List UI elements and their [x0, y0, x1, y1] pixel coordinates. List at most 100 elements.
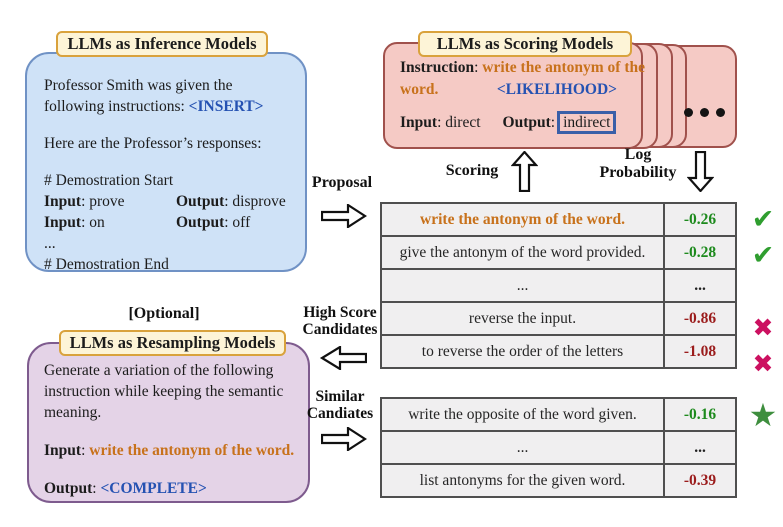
high-score-line2: Candidates	[302, 321, 378, 338]
log-probability-cell: -0.26	[663, 202, 737, 237]
instruction-cell: ...	[380, 430, 665, 465]
body-text: indirect	[557, 111, 617, 134]
body-text: : prove	[81, 193, 125, 210]
body-text: Output	[44, 480, 93, 497]
dot	[716, 108, 725, 117]
text-line: # Demostration Start	[44, 170, 295, 191]
text-line: following instructions: <INSERT>	[44, 96, 295, 117]
scoring-box-title: LLMs as Scoring Models	[418, 31, 632, 57]
body-text: :	[550, 114, 556, 131]
body-text: : on	[81, 214, 105, 231]
table-row: ......	[380, 430, 737, 465]
io-pair-col: Output: disprove	[176, 193, 286, 210]
log-probability-label: Log Probability	[592, 146, 684, 181]
log-probability-cell: -0.28	[663, 235, 737, 270]
proposal-right-arrow-icon	[321, 204, 367, 228]
text-line: meaning.	[44, 403, 300, 424]
body-text: following instructions:	[44, 98, 189, 115]
instruction-cell: list antonyms for the given word.	[380, 463, 665, 498]
instruction-cell: write the opposite of the word given.	[380, 397, 665, 432]
body-text: ...	[44, 235, 56, 252]
similar-right-arrow-icon	[321, 427, 367, 451]
instruction-cell: ...	[380, 268, 665, 303]
table-row: write the opposite of the word given.-0.…	[380, 397, 737, 432]
text-line: Professor Smith was given the	[44, 75, 295, 96]
optional-tag: [Optional]	[128, 305, 200, 322]
cross-mark-icon: ✖	[752, 348, 774, 378]
empty-mark	[744, 433, 782, 469]
body-text: Output	[502, 114, 551, 131]
check-mark-icon: ✔	[751, 204, 775, 236]
body-text: :	[92, 480, 101, 497]
body-text: # Demostration End	[44, 256, 169, 273]
body-text: Output	[176, 193, 225, 210]
resampling-box-title: LLMs as Resampling Models	[59, 330, 286, 356]
body-text: Input	[44, 193, 82, 210]
body-text: # Demostration Start	[44, 172, 174, 189]
text-line: word. <LIKELIHOOD>	[400, 79, 633, 101]
body-text: :	[474, 59, 483, 76]
text-line: instruction while keeping the semantic	[44, 382, 300, 403]
table-row: list antonyms for the given word.-0.39	[380, 463, 737, 498]
log-probability-cell: ...	[663, 430, 737, 465]
dot	[684, 108, 693, 117]
instruction-text: word.	[400, 81, 439, 98]
inference-box-title: LLMs as Inference Models	[56, 31, 268, 57]
text-line: Input: write the antonym of the word.	[44, 441, 300, 462]
log-probability-cell: -0.16	[663, 397, 737, 432]
io-pair-col: Output: off	[176, 214, 250, 231]
resampled-score-table-body: write the opposite of the word given.-0.…	[380, 397, 737, 498]
text-line: Output: <COMPLETE>	[44, 479, 300, 500]
body-text: Input	[400, 114, 438, 131]
high-score-line1: High Score	[303, 304, 377, 321]
resampled-result-marks: ★	[744, 396, 782, 504]
io-pair-col: Input: on	[44, 212, 176, 233]
text-line: Generate a variation of the following	[44, 361, 300, 382]
log-probability-cell: -0.39	[663, 463, 737, 498]
cross-mark-icon: ✖	[752, 312, 774, 342]
table-row: to reverse the order of the letters-1.08	[380, 334, 737, 369]
text-line: Here are the Professor’s responses:	[44, 133, 295, 154]
empty-mark	[744, 468, 782, 504]
body-text: Instruction	[400, 59, 475, 76]
more-cards-ellipsis-icon	[684, 108, 725, 117]
candidate-result-marks: ✔ ✔ ✖ ✖	[744, 202, 782, 381]
table-row: write the antonym of the word.-0.26	[380, 202, 737, 237]
log-probability-cell: -0.86	[663, 301, 737, 336]
table-row: ......	[380, 268, 737, 303]
check-mark-icon: ✔	[751, 240, 775, 272]
log-probability-cell: -1.08	[663, 334, 737, 369]
proposal-label: Proposal	[311, 174, 373, 191]
instruction-cell: give the antonym of the word provided.	[380, 235, 665, 270]
body-text: Output	[176, 214, 225, 231]
high-score-candidates-label: High Score Candidates	[296, 304, 384, 338]
text-line: ...	[44, 233, 295, 254]
body-text: :	[81, 442, 90, 459]
instruction-cell: write the antonym of the word.	[380, 202, 665, 237]
table-row: give the antonym of the word provided.-0…	[380, 235, 737, 270]
resampled-score-table: write the opposite of the word given.-0.…	[380, 397, 737, 498]
io-pair-col: Input: prove	[44, 191, 176, 212]
template-token: <LIKELIHOOD>	[496, 81, 617, 98]
text-line: # Demostration End	[44, 254, 295, 275]
instruction-text: write the antonym of the	[482, 59, 645, 76]
empty-mark	[744, 274, 782, 310]
body-text: Here are the Professor’s responses:	[44, 135, 262, 152]
similar-candidates-label: Similar Candiates	[296, 388, 384, 422]
instruction-cell: reverse the input.	[380, 301, 665, 336]
high-score-left-arrow-icon	[319, 346, 367, 370]
text-line: Instruction: write the antonym of the	[400, 57, 645, 79]
scoring-label: Scoring	[445, 162, 499, 179]
log-probability-line2: Probability	[599, 163, 677, 181]
table-row: reverse the input.-0.86	[380, 301, 737, 336]
body-text: : off	[224, 214, 251, 231]
